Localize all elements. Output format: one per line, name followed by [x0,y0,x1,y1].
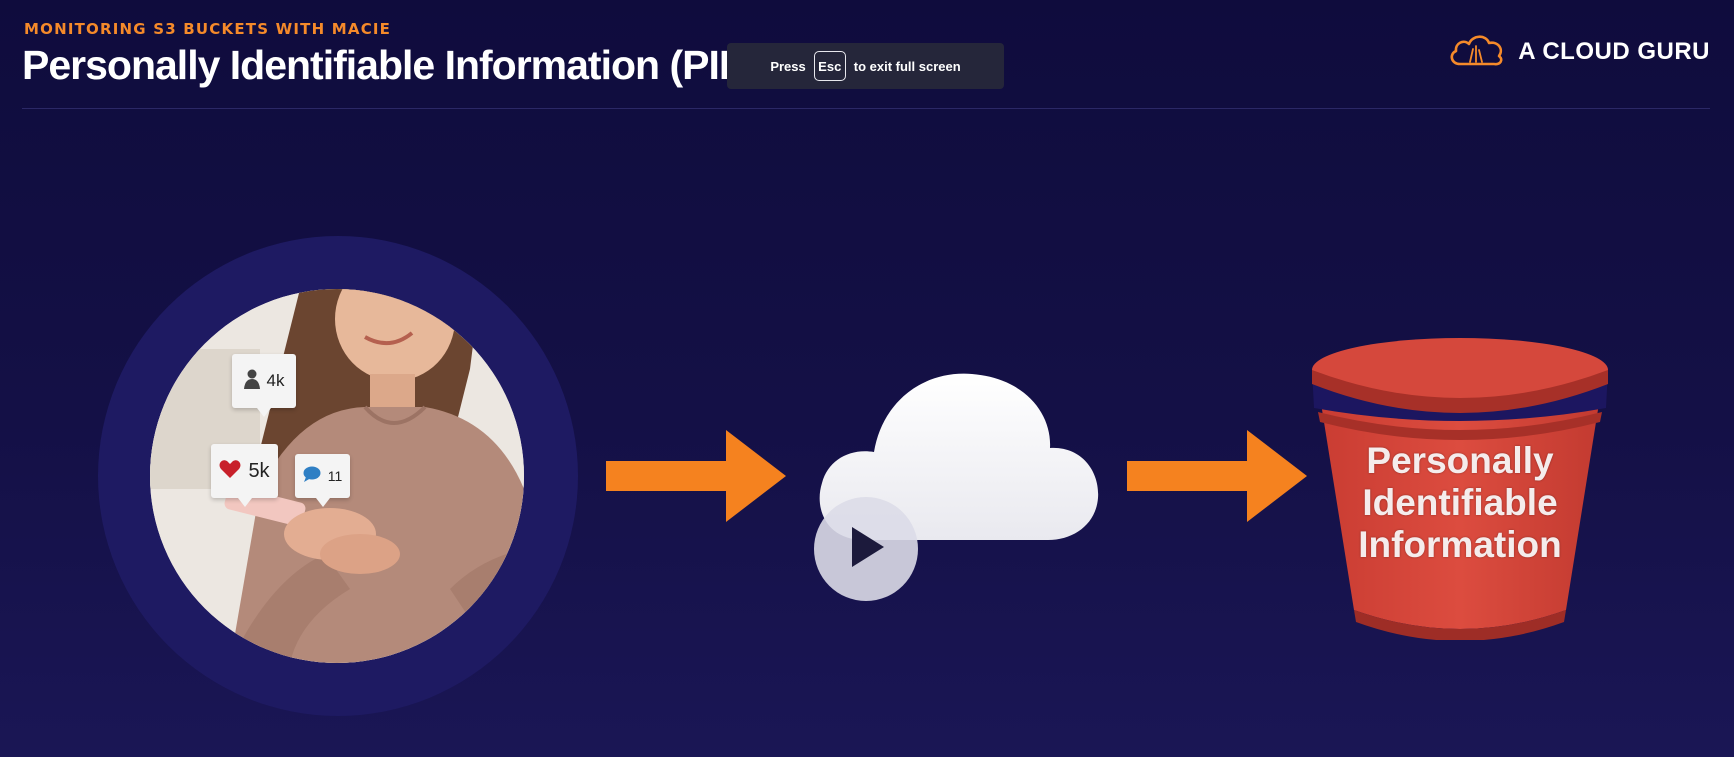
banner-suffix-text: to exit full screen [853,58,961,74]
play-button[interactable] [814,497,918,601]
followers-count: 4k [266,371,285,390]
s3-bucket-icon [1310,330,1610,645]
banner-press-text: Press [770,58,806,74]
bucket-label-line: Personally [1366,440,1554,481]
arrow-right-icon [606,430,786,527]
brand-name: A CLOUD GURU [1518,38,1710,65]
play-icon [846,525,886,574]
bucket-label-line: Information [1358,524,1562,565]
heart-icon [219,459,241,484]
brand-logo: A CLOUD GURU [1446,32,1710,72]
bucket-label-line: Identifiable [1362,482,1558,523]
header-divider [22,108,1710,109]
comment-icon [303,466,321,487]
bucket-label: Personally Identifiable Information [1330,440,1590,566]
page-title: Personally Identifiable Information (PII… [22,42,743,88]
user-icon [243,369,260,394]
cloud-logo-icon [1446,32,1506,73]
course-eyebrow: MONITORING S3 BUCKETS WITH MACIE [24,20,392,38]
esc-key: Esc [813,51,846,81]
likes-badge: 5k [211,444,278,507]
cloud-icon [812,368,1102,553]
comments-count: 11 [327,468,343,484]
likes-count: 5k [248,459,270,482]
comments-badge: 11 [295,454,350,507]
arrow-right-icon [1127,430,1307,527]
followers-badge: 4k [232,354,296,417]
fullscreen-banner: Press Esc to exit full screen [727,43,1004,89]
